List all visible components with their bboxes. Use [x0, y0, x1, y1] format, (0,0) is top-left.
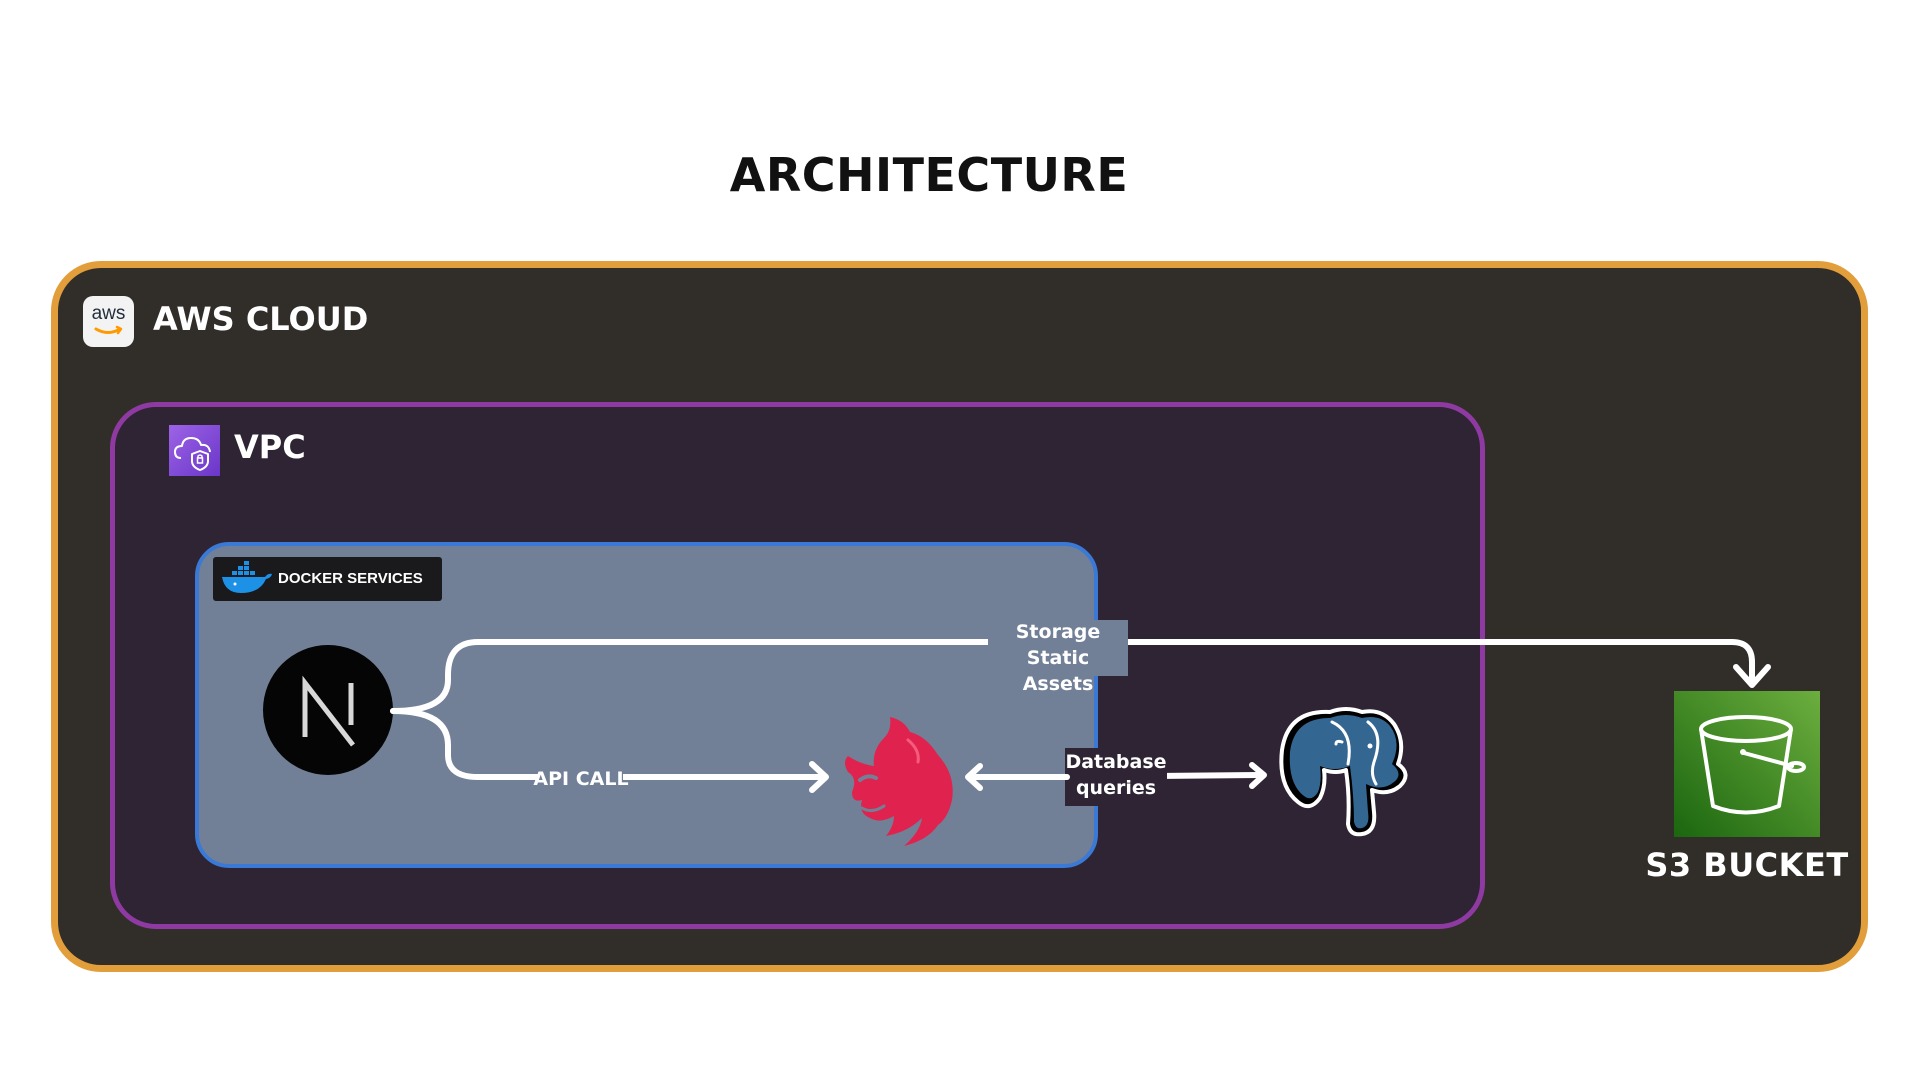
database-arrowhead-right: [1249, 762, 1267, 789]
docker-services-tag: DOCKER SERVICES: [213, 557, 442, 601]
docker-whale-icon: [222, 561, 272, 593]
diagram-title: ARCHITECTURE: [729, 148, 1129, 202]
aws-logo-text: aws: [91, 303, 126, 324]
api-call-connector: [390, 708, 823, 780]
aws-smile-icon: [94, 325, 123, 335]
api-label-bg: [539, 764, 623, 792]
aws-logo-icon: aws: [83, 296, 134, 347]
s3-bucket-icon: [1674, 691, 1820, 837]
storage-static-assets-label: Storage Static Assets: [1015, 621, 1101, 695]
database-queries-label: Database queries: [1065, 751, 1167, 799]
database-label-bg: [1065, 748, 1167, 806]
storage-arrowhead: [1733, 664, 1771, 688]
database-arrowhead-left: [965, 763, 983, 791]
aws-cloud-label: AWS CLOUD: [153, 300, 369, 338]
nestjs-logo-icon: [845, 717, 953, 846]
docker-services-label: DOCKER SERVICES: [278, 570, 423, 587]
nextjs-logo-icon: [263, 645, 393, 775]
vpc-cloud-shield-icon: [169, 425, 220, 476]
s3-bucket-label: S3 BUCKET: [1645, 846, 1849, 884]
postgresql-elephant-icon: [1279, 707, 1408, 837]
storage-label-bg: [988, 620, 1128, 676]
storage-connector: [390, 639, 1755, 714]
api-call-label: API CALL: [533, 768, 629, 790]
api-call-arrowhead: [809, 761, 829, 793]
vpc-label: VPC: [234, 428, 306, 466]
